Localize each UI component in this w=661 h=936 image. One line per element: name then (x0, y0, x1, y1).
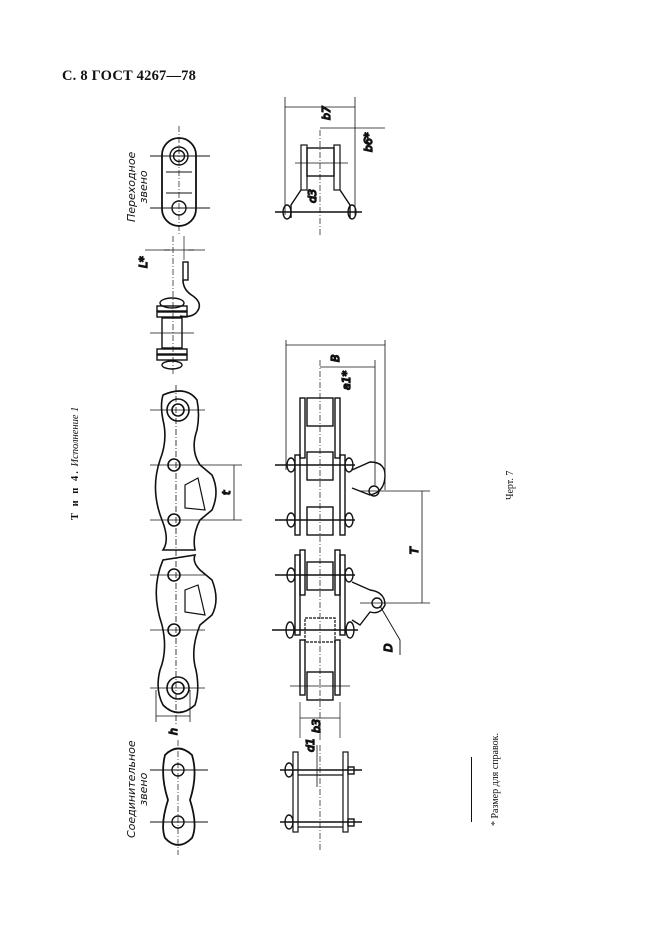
dim-b6: b6* (362, 132, 375, 152)
chain-center-lines (150, 385, 242, 725)
dim-B: B (329, 354, 342, 362)
dim-b7: b7 (320, 106, 333, 120)
dim-a1: a1* (340, 370, 353, 390)
connecting-link-drawing (150, 740, 208, 855)
dim-D: D (382, 644, 395, 652)
chain-front-view (154, 390, 217, 714)
chain-plan-view (272, 340, 430, 740)
dim-d1: d1 (304, 738, 317, 752)
dim-d3: d3 (306, 189, 319, 203)
dim-t: t (220, 490, 233, 495)
dim-T: T (408, 546, 421, 554)
transitional-link-plan (275, 97, 385, 235)
dim-L: L* (137, 256, 150, 268)
transitional-link-drawing (150, 126, 210, 236)
dim-b3: b3 (310, 719, 323, 733)
footnote-rule (471, 757, 472, 822)
connecting-link-plan (280, 745, 362, 850)
hook-side-view (145, 236, 205, 375)
dim-h: h (167, 728, 180, 735)
page-header: С. 8 ГОСТ 4267—78 (62, 68, 197, 84)
